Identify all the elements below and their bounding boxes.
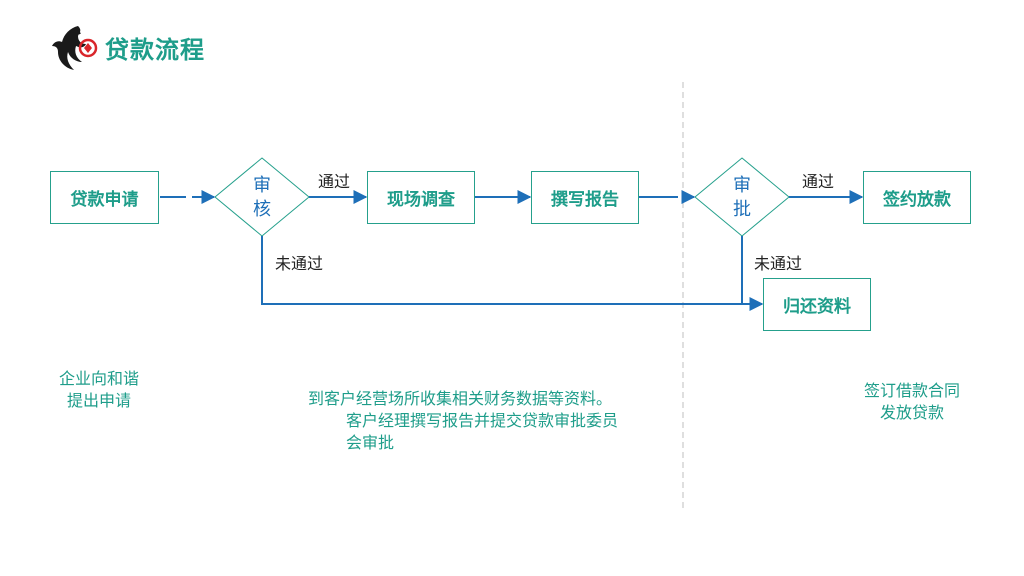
edge-label-fail-1: 未通过 xyxy=(275,254,324,273)
node-site-survey: 现场调查 xyxy=(367,171,475,224)
note-middle: 到客户经营场所收集相关财务数据等资料。 客户经理撰写报告并提交贷款审批委员 会审… xyxy=(308,388,688,454)
dragon-logo-icon xyxy=(48,22,100,74)
note-left-line-2: 提出申请 xyxy=(66,391,131,410)
edge-label-fail-2: 未通过 xyxy=(754,254,803,273)
note-left: 企业向和谐 提出申请 xyxy=(40,368,158,412)
note-middle-line-2: 客户经理撰写报告并提交贷款审批委员 xyxy=(346,411,619,430)
review-label-1: 审 xyxy=(253,175,271,196)
node-write-report: 撰写报告 xyxy=(531,171,639,224)
node-loan-apply: 贷款申请 xyxy=(50,171,159,224)
node-return-docs: 归还资料 xyxy=(763,278,871,331)
note-right-line-2: 发放贷款 xyxy=(879,403,944,422)
approve-label-1: 审 xyxy=(733,175,751,196)
note-right-line-1: 签订借款合同 xyxy=(863,381,960,400)
note-middle-line-1: 到客户经营场所收集相关财务数据等资料。 xyxy=(308,389,613,408)
review-label-2: 核 xyxy=(253,199,271,220)
edge-label-pass-2: 通过 xyxy=(802,172,835,191)
note-right: 签订借款合同 发放贷款 xyxy=(848,380,976,424)
page-title: 贷款流程 xyxy=(105,36,205,64)
edge-label-pass-1: 通过 xyxy=(318,172,351,191)
node-sign-disburse: 签约放款 xyxy=(863,171,971,224)
approve-label-2: 批 xyxy=(733,199,751,220)
note-middle-line-3: 会审批 xyxy=(346,433,395,452)
note-left-line-1: 企业向和谐 xyxy=(58,369,139,388)
arrow-review-fail xyxy=(261,236,764,311)
